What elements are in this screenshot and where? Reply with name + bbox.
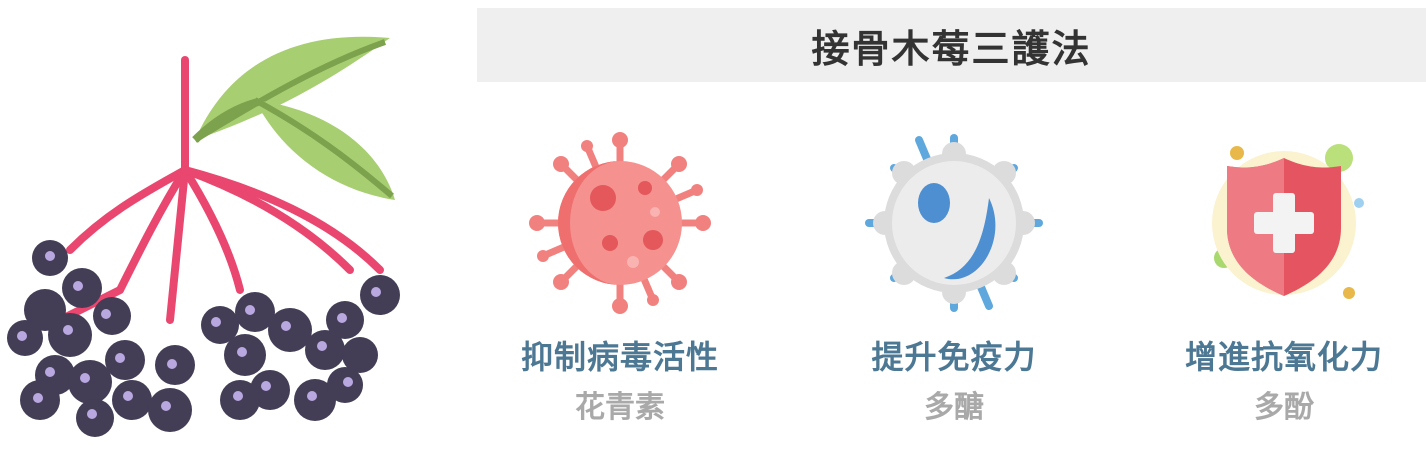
- elderberry-illustration: [7, 36, 400, 437]
- benefit-label: 增進抗氧化力: [1184, 338, 1383, 376]
- page-title: 接骨木莓三護法: [811, 26, 1092, 71]
- benefit-sub: 多酚: [1254, 390, 1314, 425]
- benefit-label: 抑制病毒活性: [520, 338, 719, 376]
- benefit-card: 抑制病毒活性 花青素: [470, 128, 770, 426]
- title-banner: 接骨木莓三護法: [477, 8, 1426, 82]
- benefit-sub: 多醣: [924, 390, 984, 425]
- benefit-card: 提升免疫力 多醣: [804, 128, 1104, 426]
- shield-icon: [1212, 144, 1364, 299]
- benefit-card: 增進抗氧化力 多酚: [1134, 128, 1426, 426]
- benefit-label: 提升免疫力: [871, 338, 1037, 376]
- benefit-sub: 花青素: [575, 390, 665, 425]
- virus-icon: [529, 132, 711, 314]
- immune-cell-icon: [865, 134, 1043, 312]
